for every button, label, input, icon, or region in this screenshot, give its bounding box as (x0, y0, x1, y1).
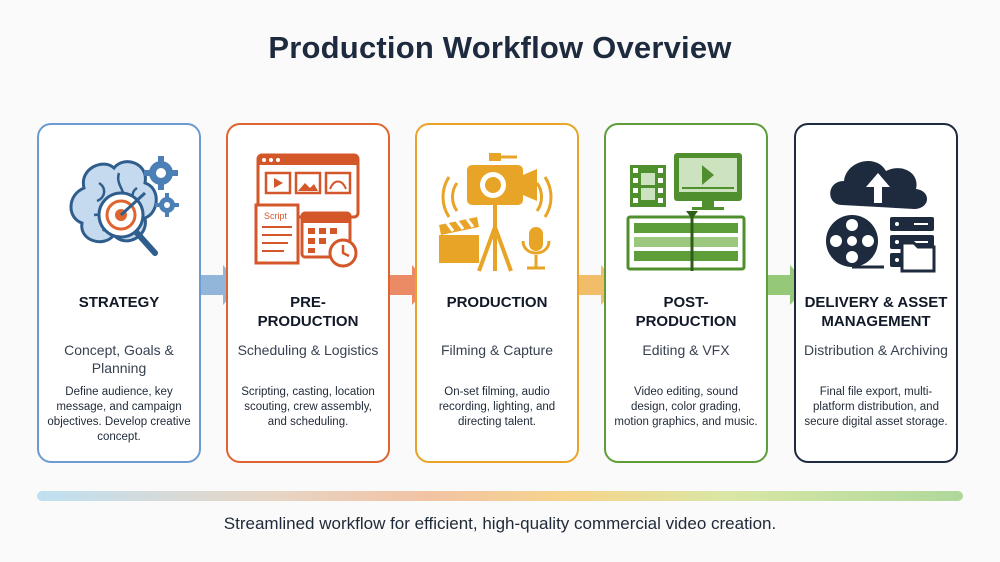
step-name: STRATEGY (78, 294, 160, 311)
editing-timeline-monitor-icon (606, 143, 766, 283)
page-title: Production Workflow Overview (268, 30, 732, 65)
step-subtitle: Distribution & Archiving (804, 342, 948, 358)
step-name: POST- PRODUCTION (635, 294, 737, 330)
step-subtitle: Filming & Capture (440, 342, 554, 358)
step-subtitle: Scheduling & Logistics (237, 342, 379, 358)
step-subtitle: Concept, Goals & Planning (64, 342, 174, 376)
step-name: DELIVERY & ASSET MANAGEMENT (804, 294, 948, 330)
step-name: PRE- PRODUCTION (257, 294, 359, 330)
step-description: Scripting, casting, location scouting, c… (241, 386, 375, 428)
camera-clapper-microphone-icon (417, 143, 577, 283)
step-card-post-production: POST- PRODUCTION Editing & VFX Video edi… (604, 123, 768, 463)
step-description: On-set filming, audio recording, lightin… (438, 386, 556, 428)
progress-gradient-bar (37, 491, 963, 501)
step-description: Final file export, multi-platform distri… (804, 386, 948, 428)
step-name: PRODUCTION (446, 294, 548, 311)
storyboard-script-calendar-icon: Script (228, 143, 388, 283)
step-subtitle: Editing & VFX (642, 342, 730, 358)
brain-target-gears-icon (39, 143, 199, 283)
step-card-production: PRODUCTION Filming & Capture On-set film… (415, 123, 579, 463)
step-card-strategy: STRATEGY Concept, Goals & Planning Defin… (37, 123, 201, 463)
footer-caption: Streamlined workflow for efficient, high… (223, 514, 777, 533)
step-description: Video editing, sound design, color gradi… (614, 386, 758, 428)
cloud-upload-reel-storage-icon (796, 143, 956, 283)
script-label: Script (264, 211, 288, 221)
step-card-pre-production: Script PRE- PRODUCTION Scheduling & Logi… (226, 123, 390, 463)
step-description: Define audience, key message, and campai… (47, 386, 191, 443)
step-card-delivery: DELIVERY & ASSET MANAGEMENT Distribution… (794, 123, 958, 463)
